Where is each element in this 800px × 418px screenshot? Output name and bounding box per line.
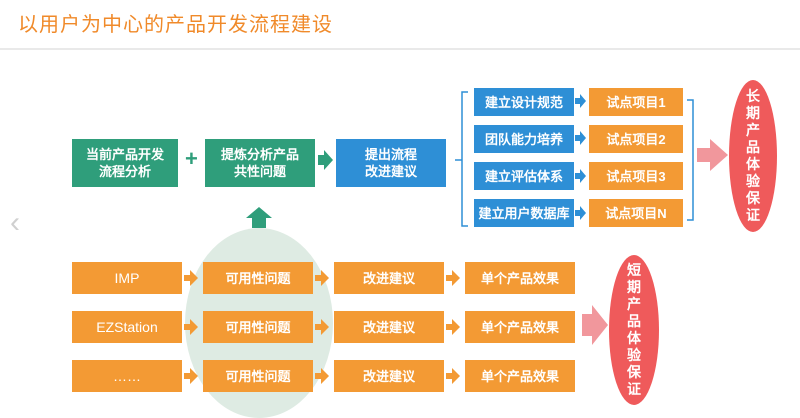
row3-effect: 单个产品效果	[465, 360, 575, 392]
short-term-guarantee: 短期产品体验保证	[609, 255, 659, 405]
prev-slide-chevron-icon[interactable]: ‹	[10, 206, 20, 239]
long-term-label: 长期产品体验保证	[746, 88, 760, 223]
plus-icon: +	[185, 146, 198, 171]
row2-effect: 单个产品效果	[465, 311, 575, 343]
product-imp: IMP	[72, 262, 182, 294]
arrow-to-short-term	[582, 305, 608, 345]
arrow-up-to-step2	[246, 207, 272, 228]
product-ezstation: EZStation	[72, 311, 182, 343]
arrow-initiative-3	[575, 169, 586, 183]
pilot-project-1: 试点项目1	[589, 88, 683, 116]
long-term-bracket	[687, 99, 694, 221]
initiative-team-training: 团队能力培养	[474, 125, 574, 153]
page-title: 以用户为中心的产品开发流程建设	[18, 14, 333, 36]
row2-improvement: 改进建议	[334, 311, 444, 343]
initiative-design-standards: 建立设计规范	[474, 88, 574, 116]
row3-usability-issue: 可用性问题	[203, 360, 313, 392]
row1-arrow-c	[446, 270, 460, 286]
pilot-project-2: 试点项目2	[589, 125, 683, 153]
common-issues-box: 提炼分析产品共性问题	[205, 139, 315, 187]
row1-improvement: 改进建议	[334, 262, 444, 294]
arrow-initiative-1	[575, 94, 586, 108]
arrow-initiative-4	[575, 206, 586, 220]
long-term-guarantee: 长期产品体验保证	[729, 80, 777, 232]
process-improvement-box: 提出流程改进建议	[336, 139, 446, 187]
row3-arrow-b	[315, 368, 329, 384]
initiatives-bracket	[455, 91, 468, 227]
connector-layer	[184, 91, 728, 384]
row3-arrow-a	[184, 368, 198, 384]
initiative-user-database: 建立用户数据库	[474, 199, 574, 227]
row1-effect: 单个产品效果	[465, 262, 575, 294]
arrow-to-long-term	[697, 139, 728, 171]
current-process-analysis-box: 当前产品开发流程分析	[72, 139, 178, 187]
row1-arrow-b	[315, 270, 329, 286]
title-divider	[0, 48, 800, 50]
pilot-project-n: 试点项目N	[589, 199, 683, 227]
row2-usability-issue: 可用性问题	[203, 311, 313, 343]
row2-arrow-b	[315, 319, 329, 335]
row1-arrow-a	[184, 270, 198, 286]
row3-improvement: 改进建议	[334, 360, 444, 392]
row2-arrow-a	[184, 319, 198, 335]
row2-arrow-c	[446, 319, 460, 335]
pilot-project-3: 试点项目3	[589, 162, 683, 190]
arrow-initiative-2	[575, 131, 586, 145]
row3-arrow-c	[446, 368, 460, 384]
short-term-label: 短期产品体验保证	[627, 262, 641, 397]
initiative-evaluation-system: 建立评估体系	[474, 162, 574, 190]
product-ellipsis: ……	[72, 360, 182, 392]
arrow-step2-to-step3	[318, 150, 333, 170]
row1-usability-issue: 可用性问题	[203, 262, 313, 294]
